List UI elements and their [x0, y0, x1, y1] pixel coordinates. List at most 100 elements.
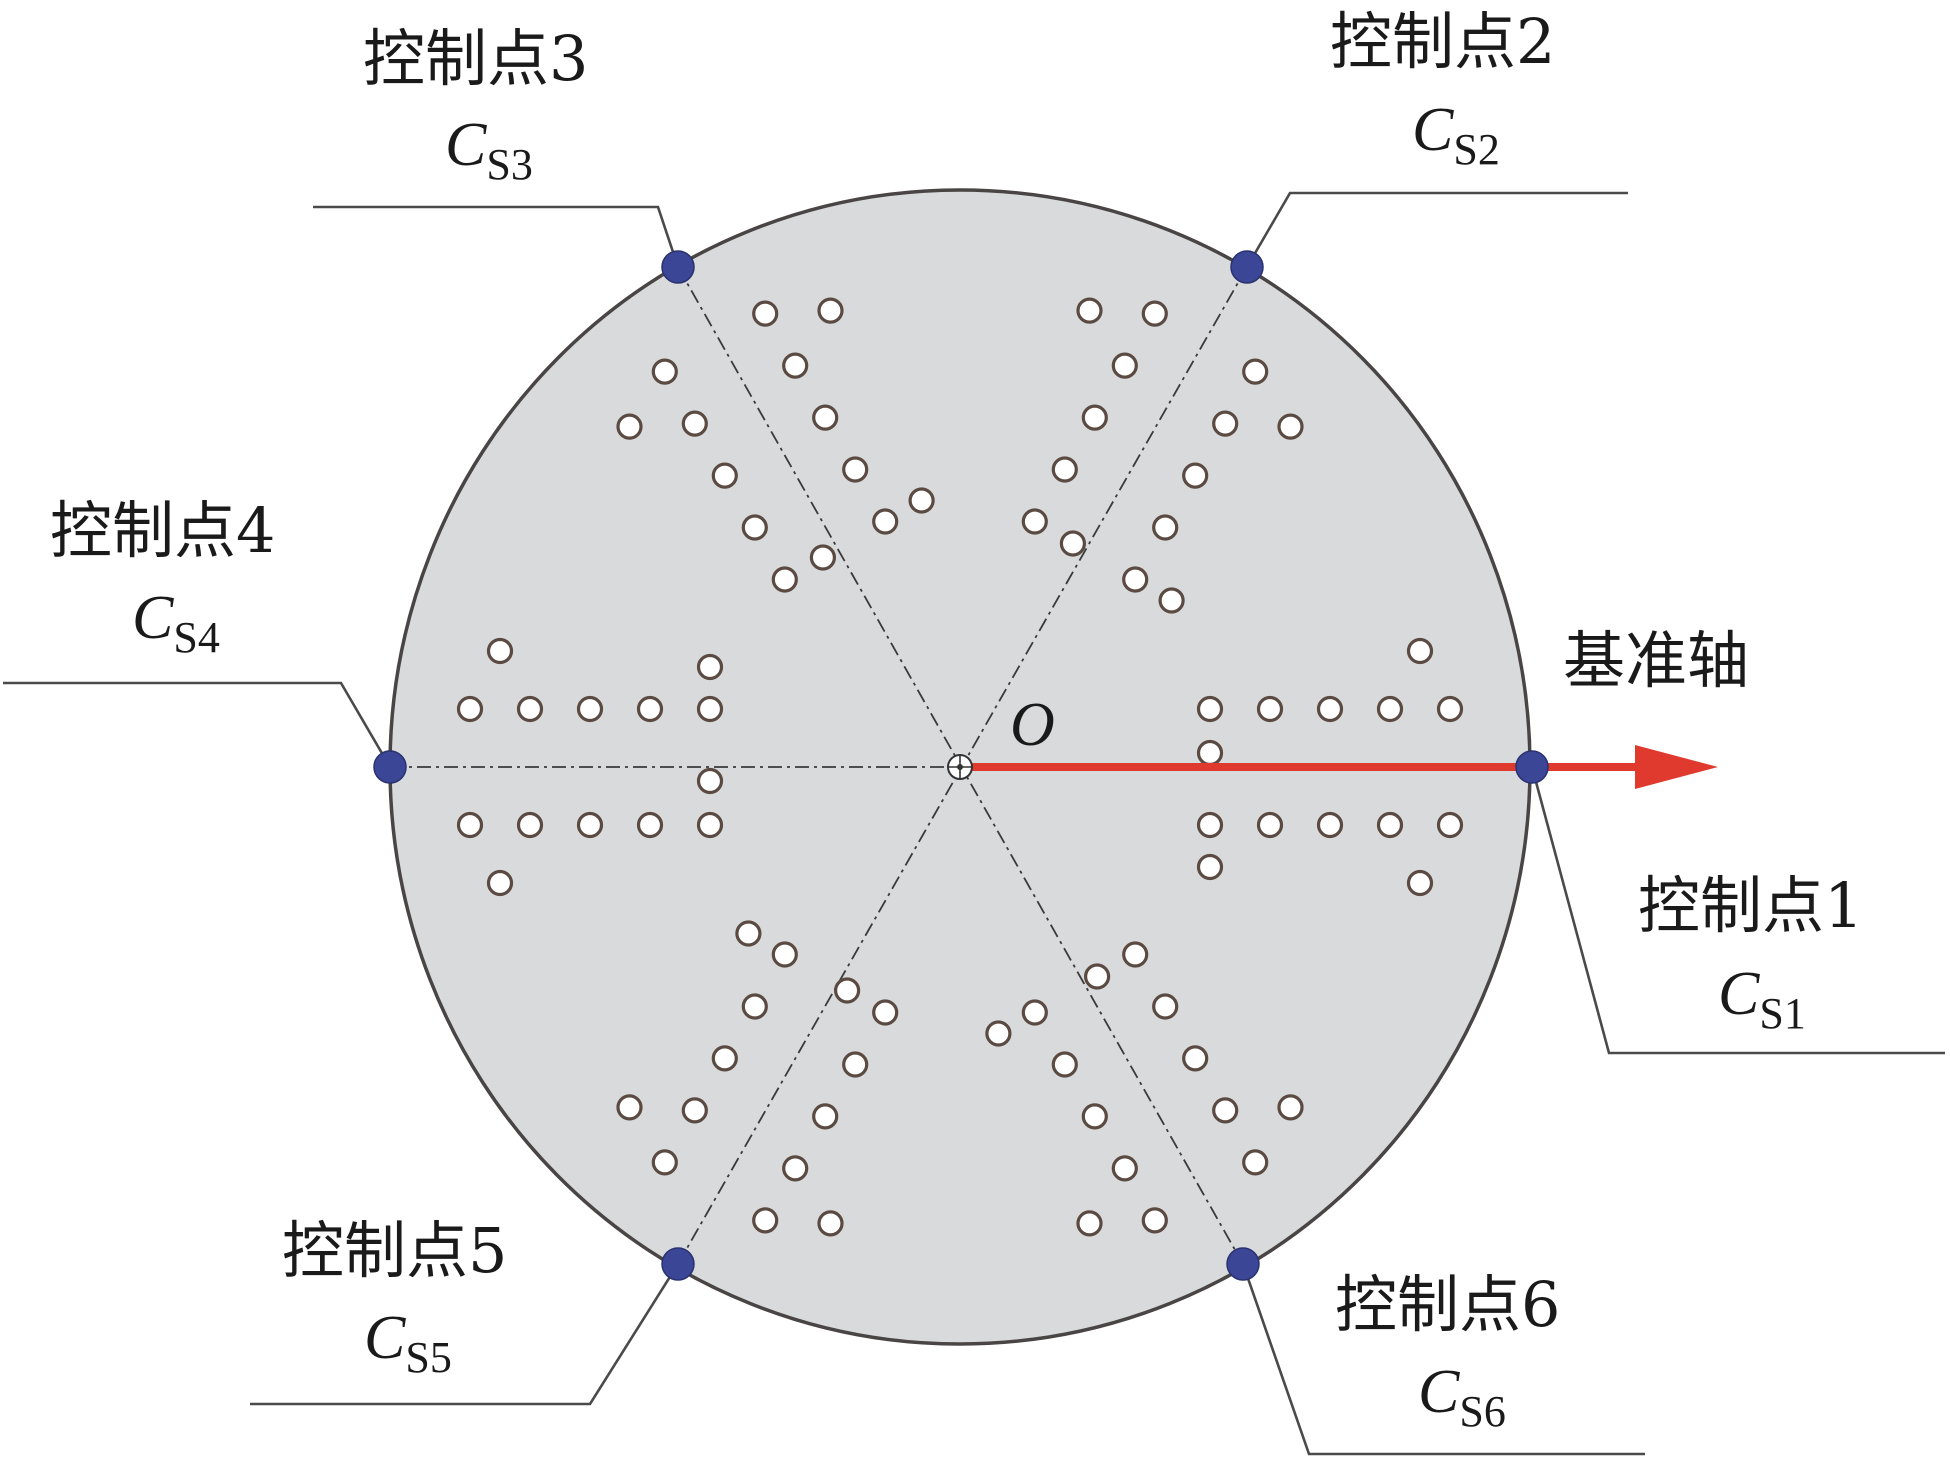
hole-27	[1076, 297, 1103, 324]
hole-82	[985, 1020, 1012, 1047]
control-point-4-name: 控制点4	[50, 494, 275, 567]
hole-80	[1141, 1207, 1168, 1234]
hole-13	[1406, 637, 1434, 665]
hole-57	[872, 999, 899, 1026]
hole-42	[817, 297, 844, 324]
control-point-3-symbol: CS3	[445, 111, 533, 189]
hole-61	[752, 1207, 779, 1234]
hole-37	[782, 352, 809, 379]
hole-12	[1196, 853, 1224, 881]
hole-50	[576, 695, 604, 723]
leader-line-6	[1241, 1263, 1645, 1456]
hole-4	[1376, 695, 1404, 723]
leader-line-1	[1530, 766, 1945, 1055]
hole-76	[1021, 999, 1048, 1026]
hole-83	[1277, 1094, 1304, 1121]
hole-56	[486, 637, 514, 665]
hole-75	[1242, 1149, 1269, 1176]
control-point-2-name: 控制点2	[1330, 5, 1555, 78]
hole-47	[456, 811, 484, 839]
hole-52	[456, 695, 484, 723]
control-point-5-name: 控制点5	[282, 1214, 507, 1287]
hole-58	[842, 1051, 869, 1078]
hole-19	[1141, 300, 1168, 327]
hole-77	[1051, 1051, 1078, 1078]
hole-16	[1051, 456, 1078, 483]
hole-51	[516, 695, 544, 723]
hole-25	[1059, 530, 1087, 557]
hole-73	[1182, 1045, 1209, 1072]
hole-23	[1212, 410, 1239, 437]
control-point-5-label: 控制点5 CS5	[282, 1214, 507, 1382]
hole-68	[735, 920, 762, 947]
control-point-6-name: 控制点6	[1335, 1268, 1560, 1341]
hole-17	[1081, 404, 1108, 431]
hole-6	[1196, 811, 1224, 839]
hole-72	[1152, 993, 1179, 1020]
hole-74	[1212, 1097, 1239, 1124]
control-point-3-marker	[661, 250, 695, 284]
control-point-2-label: 控制点2 CS2	[1330, 5, 1555, 174]
control-point-1-name: 控制点1	[1638, 869, 1863, 942]
control-point-6-marker	[1226, 1247, 1260, 1281]
control-point-4-label: 控制点4 CS4	[50, 494, 275, 662]
hole-81	[1083, 963, 1111, 990]
hole-14	[1406, 869, 1434, 897]
hole-41	[616, 413, 643, 440]
hole-55	[486, 869, 514, 897]
hole-5	[1436, 695, 1464, 723]
hole-66	[651, 1149, 678, 1176]
hole-54	[696, 653, 724, 681]
control-point-1-symbol: CS1	[1718, 960, 1806, 1038]
hole-71	[1122, 941, 1149, 968]
hole-65	[681, 1097, 708, 1124]
hole-34	[872, 508, 899, 535]
hole-43	[696, 811, 724, 839]
control-point-markers	[373, 250, 1549, 1281]
control-point-6-symbol: CS6	[1418, 1358, 1506, 1436]
hole-46	[516, 811, 544, 839]
leader-line-4	[3, 681, 392, 768]
hole-30	[741, 514, 768, 541]
hole-10	[1436, 811, 1464, 839]
hole-62	[771, 941, 798, 968]
control-point-3-label: 控制点3 CS3	[363, 22, 588, 189]
hole-64	[711, 1045, 738, 1072]
leader-line-2	[1245, 191, 1628, 268]
hole-67	[833, 977, 861, 1004]
hole-33	[651, 358, 678, 385]
hole-2	[1256, 695, 1284, 723]
hole-70	[616, 1094, 643, 1121]
hole-60	[782, 1155, 809, 1182]
hole-69	[817, 1210, 844, 1237]
hole-7	[1256, 811, 1284, 839]
hole-84	[1076, 1210, 1103, 1237]
control-point-2-marker	[1230, 250, 1264, 284]
hole-59	[812, 1103, 839, 1130]
hole-11	[1196, 739, 1224, 767]
control-point-1-marker	[1515, 750, 1549, 784]
hole-24	[1242, 358, 1269, 385]
control-point-1-label: 控制点1 CS1	[1638, 869, 1863, 1038]
hole-63	[741, 993, 768, 1020]
hole-53	[696, 767, 724, 795]
hole-32	[681, 410, 708, 437]
control-point-4-symbol: CS4	[132, 584, 220, 662]
hole-22	[1182, 462, 1209, 489]
hole-45	[576, 811, 604, 839]
origin-label: O	[1010, 691, 1055, 759]
hole-79	[1111, 1155, 1138, 1182]
origin-marker	[947, 754, 973, 780]
hole-35	[842, 456, 869, 483]
control-point-6-label: 控制点6 CS6	[1335, 1268, 1560, 1436]
control-point-2-symbol: CS2	[1412, 96, 1500, 174]
hole-26	[1158, 587, 1185, 614]
hole-39	[809, 544, 837, 571]
hole-36	[812, 404, 839, 431]
hole-1	[1196, 695, 1224, 723]
leader-line-3	[313, 205, 680, 268]
leader-lines	[3, 191, 1945, 1456]
hole-38	[752, 300, 779, 327]
control-point-5-marker	[661, 1247, 695, 1281]
